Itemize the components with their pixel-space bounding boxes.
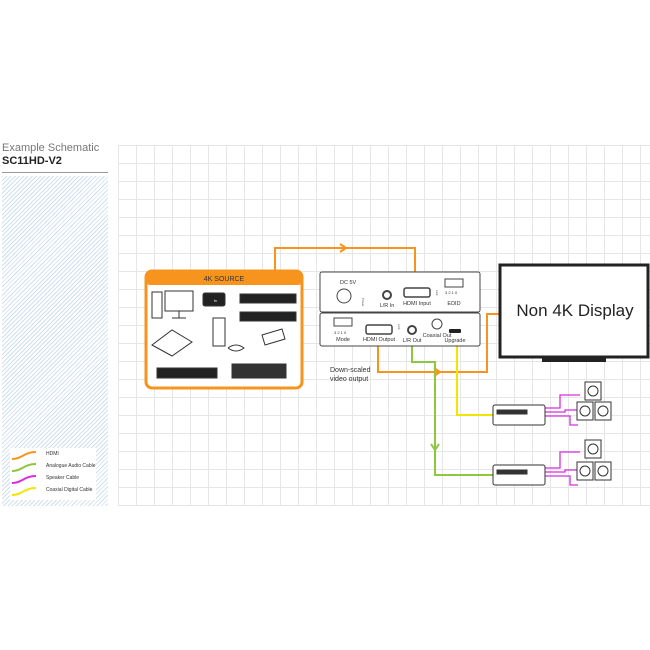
hdmi-cable-out [377,313,500,373]
hdmi-output-port [365,324,393,335]
source-title: 4K SOURCE [204,276,245,283]
label: L/R Out [403,338,422,344]
speaker-set-2 [576,439,612,481]
dvd-icon [239,311,297,322]
label: Power [361,298,365,307]
pc-icon [151,291,163,319]
legend-speaker: Speaker Cable [46,475,80,481]
mode-dip [333,317,353,327]
shape [172,311,186,319]
camera-icon [261,328,286,346]
device-bottom: 3 2 1 0 Mode HDMI Output Link L/R Out Co… [319,312,481,347]
receiver-box-icon [231,363,287,379]
shape [11,451,37,460]
display-label: Non 4K Display [516,301,634,320]
label: L/R In [380,303,395,309]
label: Coaxial Out [423,333,452,339]
coaxial-out-port [431,318,443,330]
label: tv [214,298,217,303]
console-icon [151,329,193,357]
shape [146,271,302,285]
edid-dip [444,278,464,288]
xbox-icon [212,317,226,347]
speaker-cable-2 [545,451,580,486]
apple-tv-icon [202,292,226,307]
shape [597,465,609,477]
legend-hdmi: HDMI [46,451,59,457]
label: Mode [336,337,350,343]
speaker-set-1 [576,381,612,421]
label: HDMI Input [403,301,431,307]
av-receiver-1 [492,404,546,426]
shape [496,409,528,415]
legend-coaxial: Coaxial Digital Cable [46,487,93,493]
dc-port [336,288,352,304]
label: EDID [447,301,460,307]
bluray-icon [239,293,297,304]
av-receiver-2 [492,464,546,486]
label: Upgrade [444,338,465,344]
shape [319,271,481,313]
lr-in-port [382,290,392,300]
shape [430,443,440,452]
shape [11,463,37,472]
shape [339,243,348,253]
audio-cable [411,335,493,476]
label: 3 2 1 0 [334,330,347,335]
shape [498,263,650,359]
upgrade-port [449,329,461,333]
controller-icon [227,344,245,352]
note-line1: Down-scaled [330,367,371,374]
speakers [576,381,612,481]
shape [579,405,591,417]
label: Link [397,324,401,330]
page-title: SC11HD-V2 [2,155,62,167]
settop-box-icon [156,367,218,379]
display: Non 4K Display [498,263,650,362]
lr-out-port [407,325,417,335]
label: Link [435,290,439,296]
shape [151,290,297,379]
shape [542,357,606,362]
legend: HDMI Analogue Audio Cable Speaker Cable … [10,448,96,500]
shape [496,469,528,475]
subtitle: Example Schematic [2,142,100,154]
shape [579,465,591,477]
av-receivers [492,404,546,486]
shape [597,405,609,417]
note-line2: video output [330,376,368,383]
label: DC 5V [340,280,357,286]
source-box: 4K SOURCE tv [144,269,304,390]
shape [587,385,599,397]
label: HDMI Output [363,337,396,343]
speaker-cable-1 [545,394,580,426]
divider [2,172,108,173]
device-top: DC 5V Power L/R In HDMI Input Link 3 2 1… [319,271,481,313]
shape [11,475,37,484]
label: 3 2 1 0 [445,290,458,295]
shape [587,443,599,455]
legend-audio: Analogue Audio Cable [46,463,96,469]
shape [11,487,37,496]
hdmi-input-port [403,287,431,298]
